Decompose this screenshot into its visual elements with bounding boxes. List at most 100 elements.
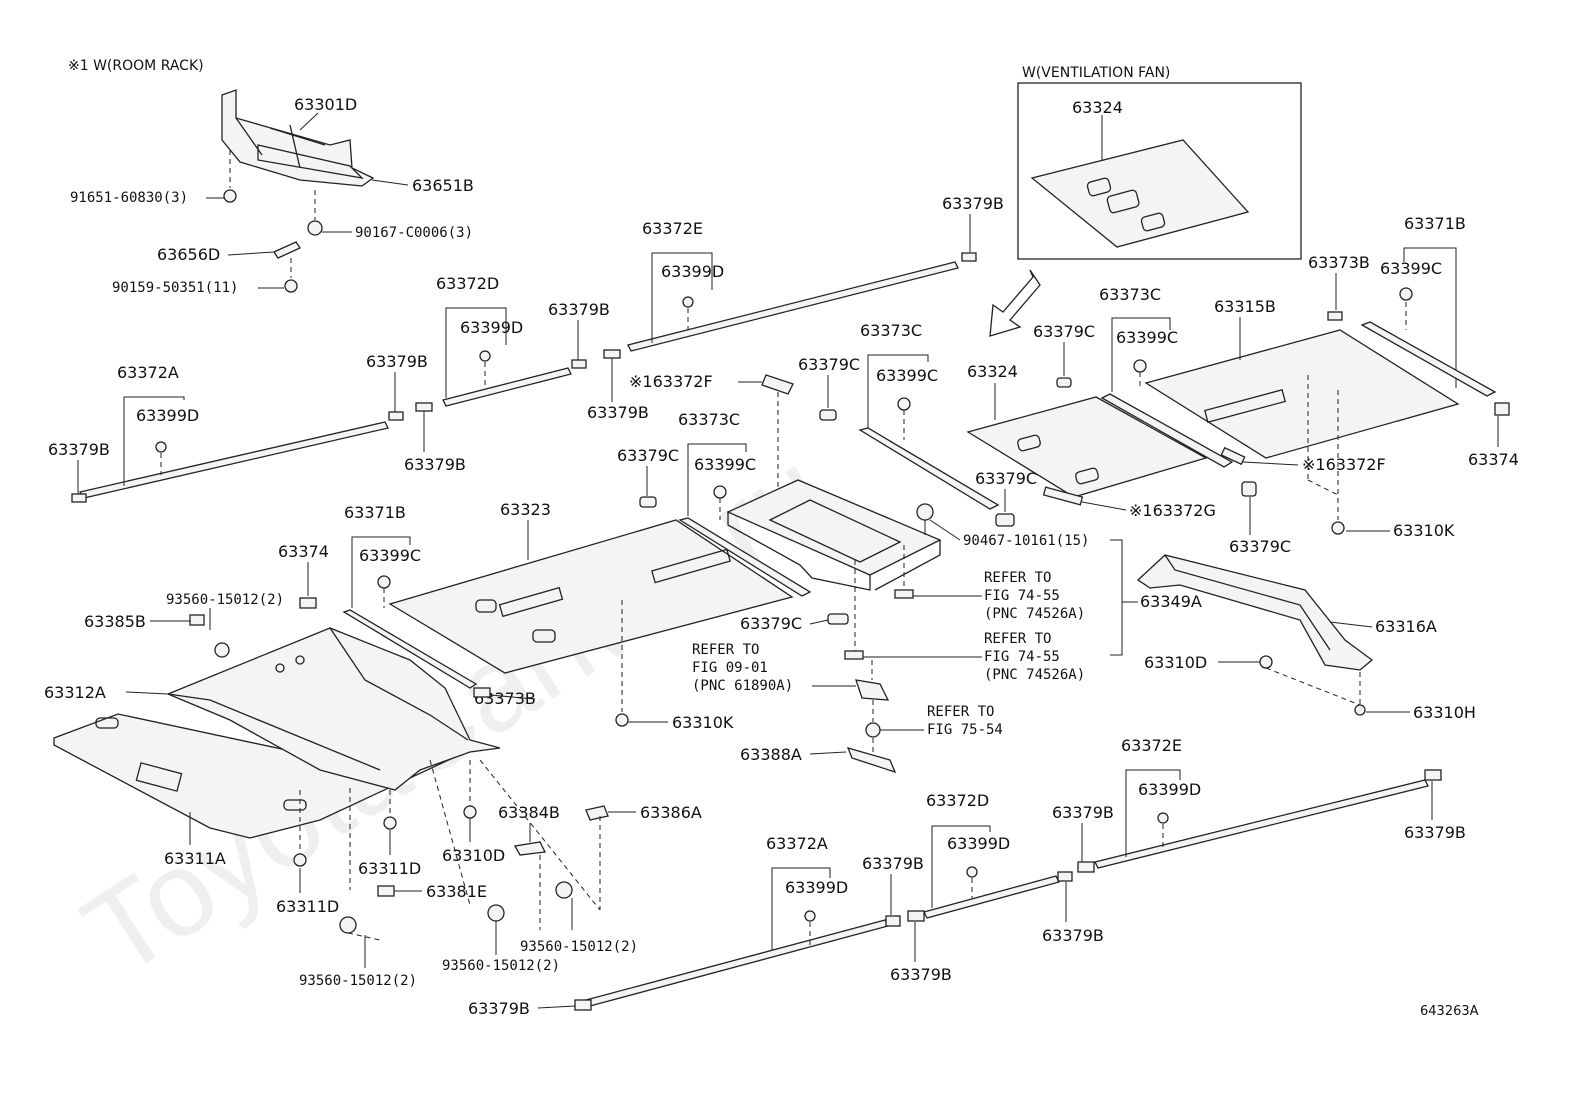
part-label-91651: 91651-60830(3) (70, 190, 188, 206)
part-label-63310K-r: 63310K (1393, 521, 1455, 540)
part-label-63311D-1: 63311D (358, 859, 421, 878)
part-label-93560-3: 93560-15012(2) (442, 958, 560, 974)
part-label-63399C-2: 63399C (876, 366, 938, 385)
vent-opening-2 (1106, 189, 1140, 214)
rail-63373C-left (678, 517, 812, 597)
part-label-63651B: 63651B (412, 176, 474, 195)
part-label-63310H: 63310H (1413, 703, 1476, 722)
clip-63379B (388, 411, 404, 421)
figure-id: 643263A (1420, 1004, 1479, 1019)
part-label-63374-r: 63374 (1468, 450, 1519, 469)
part-label-90159: 90159-50351(11) (112, 280, 238, 296)
part-label-63381E: 63381E (426, 882, 487, 901)
refer-74-55-c1: (PNC 74526A) (984, 606, 1085, 622)
refer-74-55-c2: (PNC 74526A) (984, 667, 1085, 683)
part-label-63310D-r: 63310D (1144, 653, 1207, 672)
part-label-93560-1: 93560-15012(2) (166, 592, 284, 608)
part-label-63386A: 63386A (640, 803, 702, 822)
part-label-63379B-l1: 63379B (48, 440, 110, 459)
part-label-63372F-r: ※163372F (1302, 455, 1386, 474)
part-label-63324: 63324 (967, 362, 1018, 381)
part-label-63399C-3: 63399C (694, 455, 756, 474)
part-label-63379B-b6: 63379B (468, 999, 530, 1018)
clip-63379B (961, 252, 977, 262)
part-label-63379C-2: 63379C (975, 469, 1037, 488)
part-label-63379B-l2: 63379B (366, 352, 428, 371)
part-label-63399D-d: 63399D (460, 318, 523, 337)
part-label-63388A: 63388A (740, 745, 802, 764)
part-label-63379B-b3: 63379B (1042, 926, 1104, 945)
roof-rail-lower (584, 779, 1429, 1007)
part-label-63656D: 63656D (157, 245, 220, 264)
clip-63379B (415, 402, 433, 412)
part-label-63385B: 63385B (84, 612, 146, 631)
headliner-panel-inset (1030, 139, 1250, 248)
part-label-63379B-b2: 63379B (1052, 803, 1114, 822)
refer-75-54-b: FIG 75-54 (927, 722, 1003, 738)
refer-74-55-a2: REFER TO (984, 631, 1051, 647)
roof-rail-upper (78, 261, 959, 499)
refer-74-55-b2: FIG 74-55 (984, 649, 1060, 665)
refer-09-01-b: FIG 09-01 (692, 660, 768, 676)
part-label-63379B-l3: 63379B (404, 455, 466, 474)
part-label-63399D-be: 63399D (1138, 780, 1201, 799)
part-label-63315B: 63315B (1214, 297, 1276, 316)
part-label-63399D-a: 63399D (136, 406, 199, 425)
part-label-63373C-1: 63373C (1099, 285, 1161, 304)
part-label-63311A: 63311A (164, 849, 226, 868)
rail-63373C-right (1100, 393, 1234, 468)
part-label-63399D-bd: 63399D (947, 834, 1010, 853)
room-rack-header: ※1 W(ROOM RACK) (68, 58, 204, 74)
headliner-panel-63324 (966, 396, 1208, 498)
part-label-63372A-b: 63372A (766, 834, 828, 853)
part-label-63379B-b1: 63379B (1404, 823, 1466, 842)
part-label-63399D-ba: 63399D (785, 878, 848, 897)
room-rack-assembly (221, 89, 375, 187)
part-label-63379C-6: 63379C (740, 614, 802, 633)
refer-74-55-a1: REFER TO (984, 570, 1051, 586)
part-label-63372E-b: 63372E (1121, 736, 1182, 755)
part-label-90167: 90167-C0006(3) (355, 225, 473, 241)
bolt-icon (307, 220, 323, 236)
clip-63379B (603, 349, 621, 359)
part-label-63311D-2: 63311D (276, 897, 339, 916)
vent-fan-inset-box (1017, 82, 1302, 260)
part-label-63379B-tr: 63379B (942, 194, 1004, 213)
part-label-63384B: 63384B (498, 803, 560, 822)
part-label-90467: 90467-10161(15) (963, 533, 1089, 549)
rail-63371B-left (342, 609, 478, 689)
part-label-63379B-b4: 63379B (862, 854, 924, 873)
part-label-63372A-top: 63372A (117, 363, 179, 382)
part-label-63372D-b: 63372D (926, 791, 989, 810)
rail-63371B-right (1360, 321, 1497, 397)
part-label-63310D-l: 63310D (442, 846, 505, 865)
refer-09-01-c: (PNC 61890A) (692, 678, 793, 694)
refer-09-01-a: REFER TO (692, 642, 759, 658)
clip-63379B (571, 359, 587, 369)
part-label-63372E-top: 63372E (642, 219, 703, 238)
part-label-63372D-top: 63372D (436, 274, 499, 293)
part-label-63399C-l: 63399C (359, 546, 421, 565)
part-label-63379C-4: 63379C (798, 355, 860, 374)
part-label-63379C-5: 63379C (617, 446, 679, 465)
part-label-63379B-m1: 63379B (548, 300, 610, 319)
part-label-63379C-3: 63379C (1229, 537, 1291, 556)
part-label-63324-inset: 63324 (1072, 98, 1123, 117)
vent-fan-header: W(VENTILATION FAN) (1022, 65, 1170, 81)
bolt-icon (223, 189, 237, 203)
clip-63379B (71, 493, 87, 503)
part-label-63399C-r: 63399C (1380, 259, 1442, 278)
headliner-panel-63323 (388, 519, 794, 674)
refer-75-54-a: REFER TO (927, 704, 994, 720)
headliner-63311A (53, 627, 501, 839)
part-label-63323: 63323 (500, 500, 551, 519)
part-label-63349A: 63349A (1140, 592, 1202, 611)
refer-74-55-b1: FIG 74-55 (984, 588, 1060, 604)
part-label-63301D: 63301D (294, 95, 357, 114)
clip-icon (284, 279, 298, 293)
part-label-63371B-r: 63371B (1404, 214, 1466, 233)
vent-opening-1 (1086, 177, 1112, 197)
part-label-63316A: 63316A (1375, 617, 1437, 636)
rail-63373C-mid (858, 427, 1000, 510)
